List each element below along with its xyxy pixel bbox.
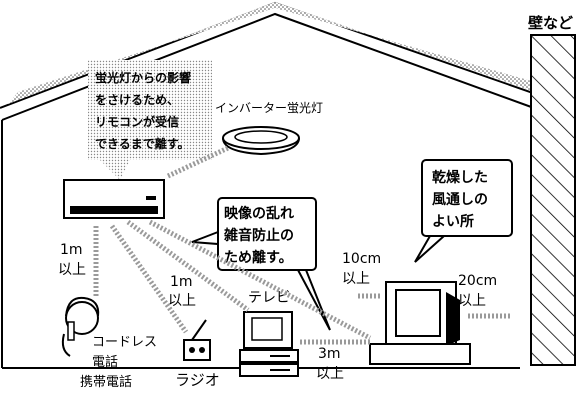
ceiling-lamp-icon: [222, 126, 300, 156]
distance-1m-left-unit: 以上: [58, 262, 86, 278]
distance-arrows: [93, 145, 512, 345]
svg-text:リモコンが受信: リモコンが受信: [95, 114, 179, 129]
small-tv-icon: [239, 311, 299, 377]
dry-place-line-2: 風通しの: [432, 192, 488, 208]
tv-label: テレビ: [248, 290, 290, 306]
dry-place-line-1: 乾燥した: [432, 169, 488, 186]
noise-line-2: 雑音防止の: [223, 227, 294, 244]
arrow-ac-to-tv-left: [126, 219, 250, 313]
tv-set-icon: [369, 281, 471, 365]
cordless-phone-line-1: コードレス: [92, 335, 157, 350]
distance-20cm-unit: 以上: [458, 293, 486, 309]
radio-icon: [183, 319, 211, 361]
fluorescent-warning-callout: 蛍光灯からの影響 をさけるため、 リモコンが受信 できるまで離す。: [88, 60, 212, 180]
arrow-ac-to-tv-right: [148, 219, 372, 341]
inverter-fluorescent-label: インバーター蛍光灯: [215, 101, 323, 115]
distance-10cm-value: 10cm: [342, 251, 381, 267]
radio-label: ラジオ: [175, 371, 220, 389]
distance-10cm-unit: 以上: [342, 271, 370, 287]
fluorescent-line-4: できるまで離す。: [95, 136, 190, 151]
cordless-phone-line-2: 電話: [92, 354, 118, 370]
noise-line-1: 映像の乱れ: [224, 205, 294, 222]
air-conditioner-icon: [63, 179, 165, 219]
dry-place-callout: 乾燥した 風通しの よい所: [414, 159, 513, 263]
wall-label: 壁など: [528, 14, 573, 32]
fluorescent-line-3: リモコンが受信: [95, 114, 179, 129]
noise-prevention-callout: 映像の乱れ 雑音防止の ため離す。: [191, 197, 331, 331]
distance-3m-value: 3m: [318, 346, 341, 362]
distance-20cm-value: 20cm: [458, 273, 497, 289]
distance-1m-center-unit: 以上: [168, 293, 196, 309]
person-on-phone-icon: [61, 296, 100, 357]
distance-1m-center-value: 1m: [170, 274, 193, 290]
svg-text:できるまで離す。: できるまで離す。: [95, 136, 190, 151]
distance-3m-unit: 以上: [316, 366, 344, 382]
mobile-phone-label: 携帯電話: [80, 374, 132, 390]
svg-text:をさけるため、: をさけるため、: [95, 93, 179, 107]
noise-line-3: ため離す。: [224, 249, 293, 266]
arrow-fluorescent-to-ac: [166, 145, 230, 179]
svg-text:蛍光灯からの影響: 蛍光灯からの影響: [95, 70, 191, 85]
wall: [530, 34, 576, 366]
fluorescent-line-1: 蛍光灯からの影響: [95, 70, 191, 85]
arrow-ac-to-radio: [109, 224, 189, 334]
distance-1m-left-value: 1m: [60, 242, 83, 258]
fluorescent-line-2: をさけるため、: [95, 93, 179, 107]
dry-place-line-3: よい所: [432, 213, 474, 230]
